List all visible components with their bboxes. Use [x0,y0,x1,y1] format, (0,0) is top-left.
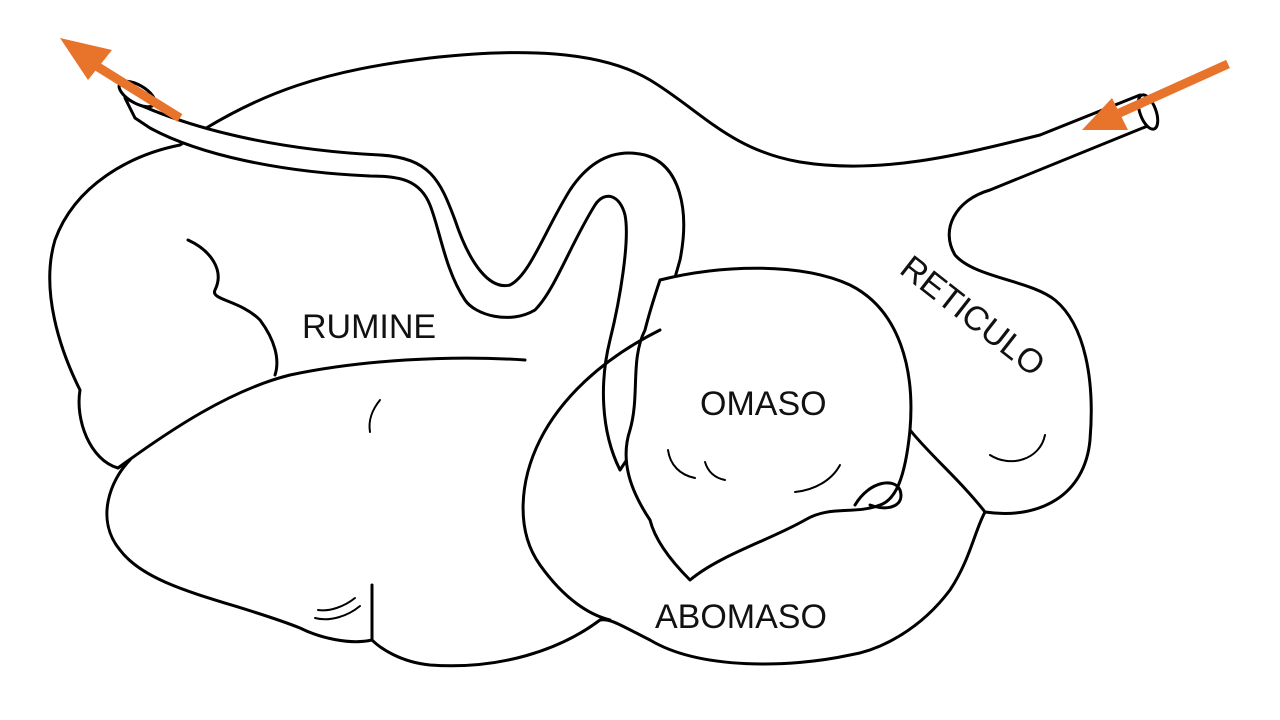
omasum-fold-3 [794,464,841,493]
rumen-fold-3 [314,605,361,621]
omasum-small-lobe [853,481,903,510]
omasum-fold-1 [667,449,696,479]
label-abomaso: ABOMASO [655,598,827,636]
rumen-fold-2 [317,597,356,612]
rumen-lower-sac-divider [116,356,527,470]
reticulum-omasum-divider [908,428,987,514]
label-omaso: OMASO [700,385,827,423]
omasum-outline [624,266,913,582]
inflow-arrow [1082,59,1230,130]
inflow-arrow-head [1082,98,1128,130]
outflow-arrow-shaft [87,58,183,122]
label-rumine: RUMINE [302,308,436,346]
inflow-arrow-shaft [1113,59,1230,120]
reticulum-fold [989,434,1046,463]
abomasum-outline [521,328,662,622]
rumen-fold-1 [368,399,381,433]
rumen-dorsal-lobe-contour [186,238,279,377]
outflow-arrow-head [60,38,112,80]
rumen-outline [48,51,1152,668]
omasum-fold-2 [704,461,726,481]
outflow-arrow [60,38,183,122]
